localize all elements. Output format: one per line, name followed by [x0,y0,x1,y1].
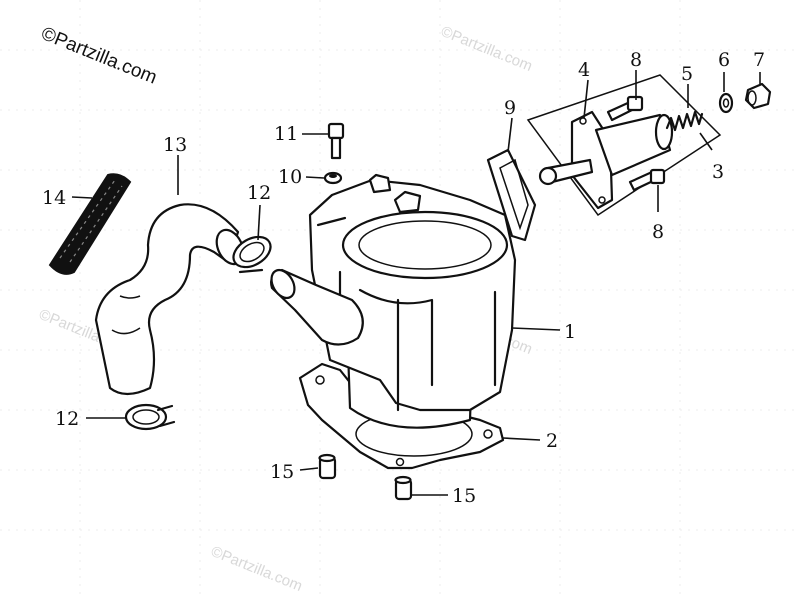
callout-15-upper: 15 [270,461,294,483]
bolt-part [327,122,345,160]
callout-9: 9 [504,97,516,119]
tensioner-gasket-part [486,148,537,242]
callout-8-lower: 8 [652,221,664,243]
callout-12-upper: 12 [247,182,271,204]
callout-2: 2 [546,430,558,452]
sealing-washer-part [718,92,734,114]
watermark-text: ©Partzilla.com [439,23,535,75]
leader-lines [71,70,761,496]
tensioner-spring-part [665,110,704,132]
tensioner-body-part [538,110,674,210]
tensioner-bolt-lower-part [628,168,666,192]
spring-part [48,173,132,275]
callout-10: 10 [278,166,302,188]
callout-11: 11 [274,123,298,145]
callout-12-lower: 12 [55,408,79,430]
tensioner-group-bracket [526,74,722,217]
dowel-pin-lower-part [394,475,413,501]
callout-5: 5 [681,63,693,85]
hose-clamp-upper-part [232,235,272,274]
callout-7: 7 [753,49,765,71]
callout-3: 3 [712,161,724,183]
dowel-pin-upper-part [318,453,337,480]
hose-clamp-lower-part [124,403,176,431]
cap-bolt-part [744,82,772,110]
cylinder-part [270,173,517,429]
tensioner-bolt-upper-part [606,95,644,122]
callout-13: 13 [163,134,187,156]
callout-8-upper: 8 [630,49,642,71]
washer-part [323,171,343,185]
callout-15-lower: 15 [452,485,476,507]
coolant-hose-part [94,203,245,396]
brand-watermark: ©Partzilla.com [38,23,160,88]
callout-1: 1 [564,321,576,343]
watermark-text: ©Partzilla.com [209,543,305,595]
callout-4: 4 [578,59,590,81]
callout-6: 6 [718,49,730,71]
callout-14: 14 [42,187,66,209]
